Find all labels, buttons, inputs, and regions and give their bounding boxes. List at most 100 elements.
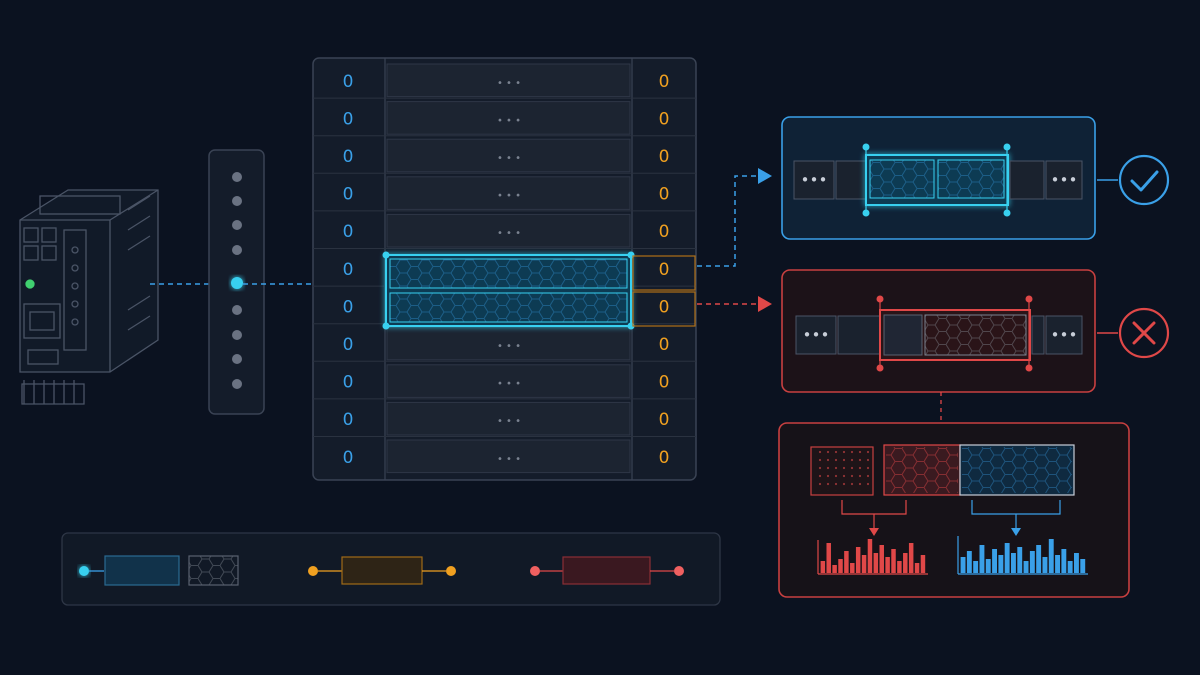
row-right-value: 0: [659, 147, 670, 167]
histogram-bar: [1055, 555, 1060, 573]
row-right-value: 0: [659, 448, 670, 468]
histogram-bar: [885, 557, 890, 573]
histogram-bar: [979, 545, 985, 573]
row-right-value: 0: [659, 109, 670, 129]
histogram-bar: [873, 553, 879, 573]
histogram-bar: [897, 561, 902, 573]
histogram-bar: [1061, 549, 1067, 573]
histogram-bar: [1017, 547, 1023, 573]
row-left-value: 0: [343, 373, 354, 393]
histogram-bar: [850, 563, 855, 573]
histogram-bar: [973, 561, 979, 573]
table-row: • • • 0 0: [343, 439, 670, 474]
invalid-right-cell: •••: [1050, 326, 1077, 344]
analysis-panel: [778, 422, 1130, 598]
row-ellipsis: • • •: [497, 115, 521, 126]
arrow-to-valid: [697, 175, 760, 267]
valid-right-cell: •••: [1050, 171, 1077, 189]
histogram-bar: [908, 543, 914, 573]
legend-item-blue: [79, 555, 239, 586]
legend-item-orange: [308, 556, 456, 585]
active-dot: [231, 277, 243, 289]
histogram-bar: [832, 565, 837, 573]
invalid-panel: ••• •••: [781, 269, 1096, 393]
row-left-value: 0: [343, 72, 354, 92]
row-ellipsis: • • •: [497, 153, 521, 164]
histogram-bar: [960, 557, 966, 573]
row-left-value: 0: [343, 335, 354, 355]
row-ellipsis: • • •: [497, 78, 521, 89]
histogram-bar: [1011, 553, 1016, 573]
histogram-bar: [1036, 545, 1042, 573]
row-right-value: 0: [659, 410, 670, 430]
highlight-block: [382, 251, 635, 330]
row-ellipsis: • • •: [497, 379, 521, 390]
table-row: • • • 0 0: [313, 138, 696, 174]
valid-panel: ••• •••: [781, 116, 1096, 240]
legend-panel: [61, 532, 721, 606]
check-circle-icon: [1118, 154, 1170, 206]
histogram-bar: [1067, 561, 1073, 573]
histogram-bar: [992, 549, 997, 573]
row-left-value: 0: [343, 410, 354, 430]
row-left-value: 0: [343, 222, 354, 242]
table-row: • • • 0 0: [313, 401, 696, 437]
table-row: • • • 0 0: [313, 101, 696, 137]
histogram-bar: [998, 555, 1004, 573]
invalid-left-cell: •••: [802, 326, 829, 344]
row-left-value: 0: [343, 185, 354, 205]
histogram-bar: [820, 561, 826, 573]
histogram-bar: [1074, 553, 1079, 573]
row-ellipsis: • • •: [497, 416, 521, 427]
row-ellipsis: • • •: [497, 191, 521, 202]
histogram-bar: [914, 563, 920, 573]
histogram-bar: [985, 559, 991, 573]
histogram-bar: [826, 543, 831, 573]
histogram-bar: [903, 553, 908, 573]
histogram-bar: [1004, 543, 1010, 573]
row-right-value: 0: [659, 185, 670, 205]
x-circle-icon: [1118, 307, 1170, 359]
histogram-bar: [855, 547, 861, 573]
row-right-value: 0: [659, 373, 670, 393]
table-row: • • • 0 0: [313, 326, 696, 362]
histogram-bar: [1048, 539, 1054, 573]
row-left-value: 0: [343, 147, 354, 167]
histogram-bar: [891, 549, 896, 573]
histogram-bar: [966, 551, 972, 573]
table-row: • • • 0 0: [313, 63, 696, 99]
histogram-red: [820, 539, 926, 573]
histogram-bar: [1029, 551, 1035, 573]
plc-device-icon: [19, 189, 159, 405]
legend-item-red: [530, 556, 684, 585]
histogram-bar: [879, 545, 884, 573]
row-right-value: 0: [659, 222, 670, 242]
row-left-value: 0: [343, 260, 354, 280]
row-left-value: 0: [343, 448, 354, 468]
histogram-bar: [920, 555, 926, 573]
table-row: • • • 0 0: [313, 176, 696, 212]
histogram-bar: [838, 559, 843, 573]
row-right-value: 0: [659, 335, 670, 355]
histogram-bar: [861, 555, 867, 573]
row-left-value: 0: [343, 109, 354, 129]
table-row: • • • 0 0: [313, 364, 696, 400]
row-left-value: 0: [343, 297, 354, 317]
valid-left-cell: •••: [800, 171, 827, 189]
histogram-bar: [844, 551, 849, 573]
histogram-blue: [960, 539, 1086, 573]
histogram-bar: [867, 539, 873, 573]
row-right-value: 0: [659, 260, 670, 280]
row-right-value: 0: [659, 72, 670, 92]
row-ellipsis: • • •: [497, 454, 521, 465]
histogram-bar: [1042, 557, 1048, 573]
row-right-value: 0: [659, 297, 670, 317]
dot-column: [231, 172, 243, 389]
row-ellipsis: • • •: [497, 341, 521, 352]
histogram-bar: [1080, 559, 1086, 573]
histogram-bar: [1023, 561, 1029, 573]
